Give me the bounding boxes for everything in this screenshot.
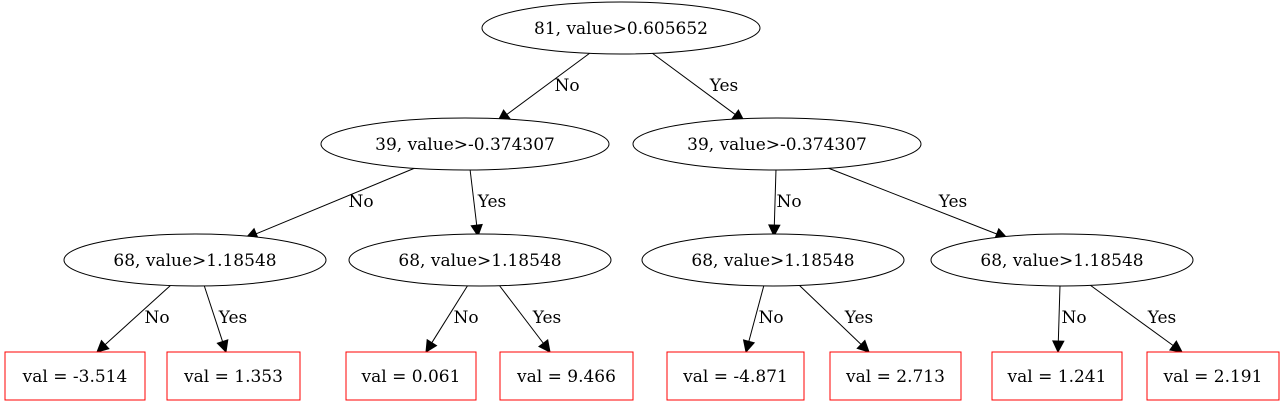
leaf-value-label: val = 0.061 (361, 367, 461, 387)
edge-line (1089, 284, 1174, 346)
edge-n5-l4: No (742, 284, 784, 354)
leaf-node-box (4, 351, 146, 401)
split-node-ellipse (63, 233, 327, 287)
edge-line (651, 52, 736, 115)
leaf-node-box (991, 351, 1123, 401)
edge-line (104, 284, 172, 345)
edge-line (748, 284, 765, 342)
leaf-node-box (499, 351, 634, 401)
edge-label-no: No (758, 308, 783, 328)
leaf-value-label: val = 9.466 (516, 367, 616, 387)
edge-n0-n2: Yes (651, 52, 745, 122)
arrowhead (470, 223, 483, 238)
edge-n6-l7: Yes (1089, 284, 1183, 353)
leaf-node-l5: val = 2.713 (829, 351, 962, 401)
edge-n0-n1: No (497, 52, 591, 122)
arrowhead (96, 339, 110, 353)
edge-n5-l5: Yes (798, 284, 874, 353)
edge-line (773, 168, 777, 226)
leaf-node-l0: val = -3.514 (4, 351, 146, 401)
edge-line (498, 284, 544, 344)
arrowhead (856, 339, 870, 353)
leaf-value-label: val = 2.713 (845, 367, 945, 387)
edge-n6-l6: No (1052, 284, 1087, 354)
leaf-node-l3: val = 9.466 (499, 351, 634, 401)
split-node-n4: 68, value>1.18548 (348, 233, 612, 287)
split-condition-label: 68, value>1.18548 (113, 251, 276, 271)
split-node-ellipse (348, 233, 612, 287)
edge-label-yes: Yes (1147, 308, 1177, 328)
leaf-node-l6: val = 1.241 (991, 351, 1123, 401)
split-condition-label: 81, value>0.605652 (534, 19, 708, 39)
edge-label-yes: Yes (938, 192, 968, 212)
leaf-node-box (166, 351, 301, 401)
edge-label-yes: Yes (218, 308, 248, 328)
edge-line (1057, 284, 1061, 342)
arrowhead (216, 339, 229, 354)
split-node-n2: 39, value>-0.374307 (632, 117, 922, 171)
edge-n1-n3: No (244, 167, 416, 240)
leaf-value-label: val = -3.514 (22, 367, 128, 387)
split-condition-label: 68, value>1.18548 (980, 251, 1143, 271)
split-condition-label: 68, value>1.18548 (398, 251, 561, 271)
edge-line (255, 167, 416, 235)
edge-label-yes: Yes (477, 192, 507, 212)
edge-n1-n4: Yes (469, 168, 507, 238)
edge-label-yes: Yes (532, 308, 562, 328)
edge-line (431, 284, 469, 343)
leaf-value-label: val = -4.871 (682, 367, 788, 387)
edge-label-no: No (554, 76, 579, 96)
split-node-n1: 39, value>-0.374307 (320, 117, 610, 171)
leaf-node-box (1146, 351, 1280, 401)
edge-line (798, 284, 862, 345)
leaf-node-box (345, 351, 477, 401)
edge-label-no: No (453, 308, 478, 328)
split-node-ellipse (481, 1, 761, 55)
edge-n3-l1: Yes (203, 284, 248, 354)
split-condition-label: 39, value>-0.374307 (687, 135, 867, 155)
edge-n3-l0: No (96, 284, 172, 353)
edge-label-no: No (144, 308, 169, 328)
leaf-node-l7: val = 2.191 (1146, 351, 1280, 401)
leaf-node-l1: val = 1.353 (166, 351, 301, 401)
edge-line (469, 168, 478, 226)
split-node-n6: 68, value>1.18548 (930, 233, 1194, 287)
edge-n4-l2: No (425, 284, 479, 353)
arrowhead (538, 339, 551, 353)
split-node-ellipse (930, 233, 1194, 287)
leaf-value-label: val = 1.353 (183, 367, 283, 387)
edge-line (827, 167, 997, 235)
leaf-node-box (666, 351, 805, 401)
arrowhead (768, 224, 781, 238)
split-node-n3: 68, value>1.18548 (63, 233, 327, 287)
arrowhead (1052, 340, 1065, 354)
edge-label-no: No (348, 192, 373, 212)
arrowhead (1168, 340, 1183, 353)
arrowhead (425, 338, 438, 353)
edge-label-yes: Yes (844, 308, 874, 328)
edge-label-no: No (776, 192, 801, 212)
arrowhead (742, 339, 756, 354)
split-node-ellipse (641, 233, 905, 287)
split-node-n5: 68, value>1.18548 (641, 233, 905, 287)
leaf-value-label: val = 1.241 (1007, 367, 1107, 387)
split-condition-label: 68, value>1.18548 (691, 251, 854, 271)
edge-n2-n6: Yes (827, 167, 1009, 240)
edge-label-yes: Yes (709, 76, 739, 96)
edge-line (203, 284, 224, 342)
leaf-node-l2: val = 0.061 (345, 351, 477, 401)
split-node-ellipse (632, 117, 922, 171)
split-node-n0: 81, value>0.605652 (481, 1, 761, 55)
edge-n2-n5: No (768, 168, 802, 238)
split-condition-label: 39, value>-0.374307 (375, 135, 555, 155)
leaf-node-l4: val = -4.871 (666, 351, 805, 401)
split-node-ellipse (320, 117, 610, 171)
edge-n4-l3: Yes (498, 284, 562, 353)
edge-label-no: No (1061, 308, 1086, 328)
leaf-value-label: val = 2.191 (1163, 367, 1263, 387)
edge-line (506, 52, 591, 115)
leaf-node-box (829, 351, 962, 401)
